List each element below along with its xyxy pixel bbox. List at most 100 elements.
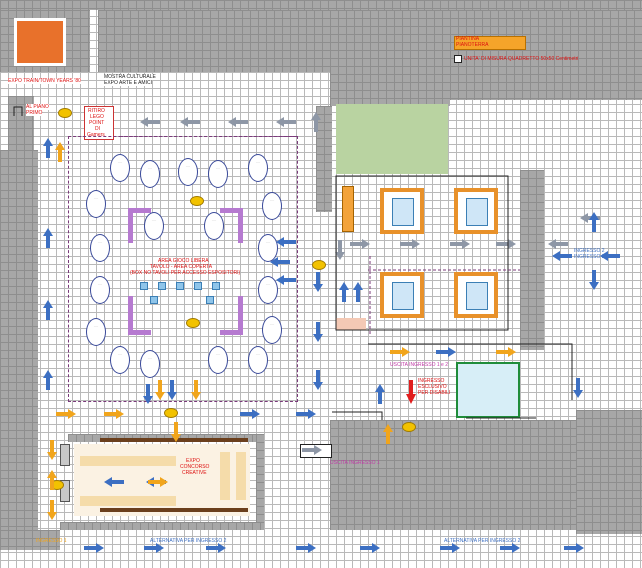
round-table: ·· ·· [208, 160, 228, 188]
seat [206, 296, 214, 304]
purple-frame-tl [128, 208, 151, 243]
concorso-side [60, 480, 70, 502]
arrow-icon [313, 370, 323, 390]
arrow-icon [589, 270, 599, 290]
arrow-icon [496, 347, 516, 357]
legend-unit: UNITA' DI MISURA QUADRETTO 50x50 Centime… [464, 56, 579, 62]
corridor-top-zone [120, 134, 296, 137]
arrow-icon [56, 409, 76, 419]
arrow-icon [564, 543, 584, 553]
arrow-icon [390, 347, 410, 357]
ingresso2-label-2: INGRESSO 2 [574, 254, 605, 260]
stand-frame [454, 272, 498, 318]
legend-title-1: PIANTINA [456, 36, 480, 42]
wall-right-mid [520, 170, 544, 350]
arrow-icon [296, 409, 316, 419]
entrance-box [456, 362, 520, 418]
arrow-icon [296, 543, 316, 553]
legend-title-2: PIANOTERRA [456, 42, 489, 48]
wall-top [0, 0, 642, 10]
legend-swatch [454, 36, 526, 50]
arrow-icon [180, 117, 200, 127]
concorso-bar [80, 456, 176, 466]
arrow-icon [276, 237, 296, 247]
arrow-icon [276, 275, 296, 285]
ritiro-label-5: Gamers [87, 132, 105, 138]
disabili-label-3: PER DISABILI [418, 390, 451, 396]
round-table: ·· ·· [248, 346, 268, 374]
arrow-icon [400, 239, 420, 249]
arrow-icon [167, 380, 177, 400]
disabili-label-2: ESCLUSIVO [418, 384, 447, 390]
arrow-icon [406, 380, 416, 404]
arrow-icon [276, 117, 296, 127]
gioco-label-2: TAVOLO - AREA COPERTA [150, 264, 213, 270]
arrow-icon [43, 228, 53, 248]
concorso-label-1: EXPO [186, 458, 200, 464]
concorso-stripe [100, 508, 248, 512]
arrow-icon [302, 445, 322, 455]
al-piano-label-2: PRIMO [26, 110, 43, 116]
arrow-icon [552, 251, 572, 261]
wall-bottom-left [0, 530, 60, 550]
purple-frame-br [220, 296, 243, 335]
wall-right-bottom [576, 410, 642, 534]
info-sign-icon [164, 408, 178, 418]
wall-top-right [330, 10, 450, 106]
seat [212, 282, 220, 290]
ingresso2-label-1: INGRESSO 2 [574, 248, 605, 254]
arrow-icon [43, 370, 53, 390]
concorso-bar [80, 496, 176, 506]
arrow-icon [589, 212, 599, 232]
arrow-icon [600, 251, 620, 261]
info-sign-icon [186, 318, 200, 328]
arrow-icon [573, 378, 583, 398]
pink-box [336, 318, 366, 330]
uscita1-label: USCITA INGRESSO 1 [330, 460, 380, 466]
mostra-label-2: EXPO ARTE E AMICI [104, 80, 152, 86]
stand-inner [466, 198, 488, 226]
arrow-icon [360, 543, 380, 553]
concorso-label-2: CONCORSO [180, 464, 210, 470]
stand-inner [392, 282, 414, 310]
ritiro-box [84, 106, 114, 140]
orange-block [14, 18, 66, 66]
purple-frame-bl [128, 296, 151, 335]
green-area [336, 104, 448, 174]
round-table: ·· ·· [90, 234, 110, 262]
mostra-label-1: MOSTRA CULTURALE [104, 74, 156, 80]
round-table: ·· ·· [248, 154, 268, 182]
arrow-icon [155, 380, 165, 400]
concorso-side [60, 444, 70, 466]
round-table: ·· ·· [90, 276, 110, 304]
wall-right-top [450, 10, 642, 100]
arrow-icon [140, 117, 160, 127]
arrow-icon [311, 112, 321, 132]
alternativa2-label: ALTERNATIVA PER INGRESSO 2 [444, 538, 521, 544]
arrow-icon [104, 409, 124, 419]
arrow-icon [339, 282, 349, 302]
info-sign-icon [402, 422, 416, 432]
al-piano-label-1: AL PIANO [26, 104, 49, 110]
round-table: ·· ·· [140, 350, 160, 378]
seat [194, 282, 202, 290]
ritiro-label-4: DI [95, 126, 100, 132]
round-table: ·· ·· [140, 160, 160, 188]
round-table: ·· ·· [204, 212, 224, 240]
arrow-icon [496, 239, 516, 249]
wall-concorso-bottom [60, 522, 264, 530]
seat [140, 282, 148, 290]
round-table: ·· ·· [86, 318, 106, 346]
arrow-icon [450, 239, 470, 249]
alternativa1-label: ALTERNATIVA PER INGRESSO 2 [150, 538, 227, 544]
round-table: ·· ·· [208, 346, 228, 374]
uscita2-label: USCITA INGRESSO 1 e 2 [390, 362, 448, 368]
arrow-icon [47, 470, 57, 490]
ritiro-label-1: RITIRO [88, 108, 105, 114]
arrow-icon [350, 239, 370, 249]
arrow-icon [500, 543, 520, 553]
legend-unit-box [454, 55, 462, 63]
wall-top-center [98, 10, 330, 72]
arrow-icon [104, 477, 124, 487]
concorso-bar [236, 452, 246, 500]
